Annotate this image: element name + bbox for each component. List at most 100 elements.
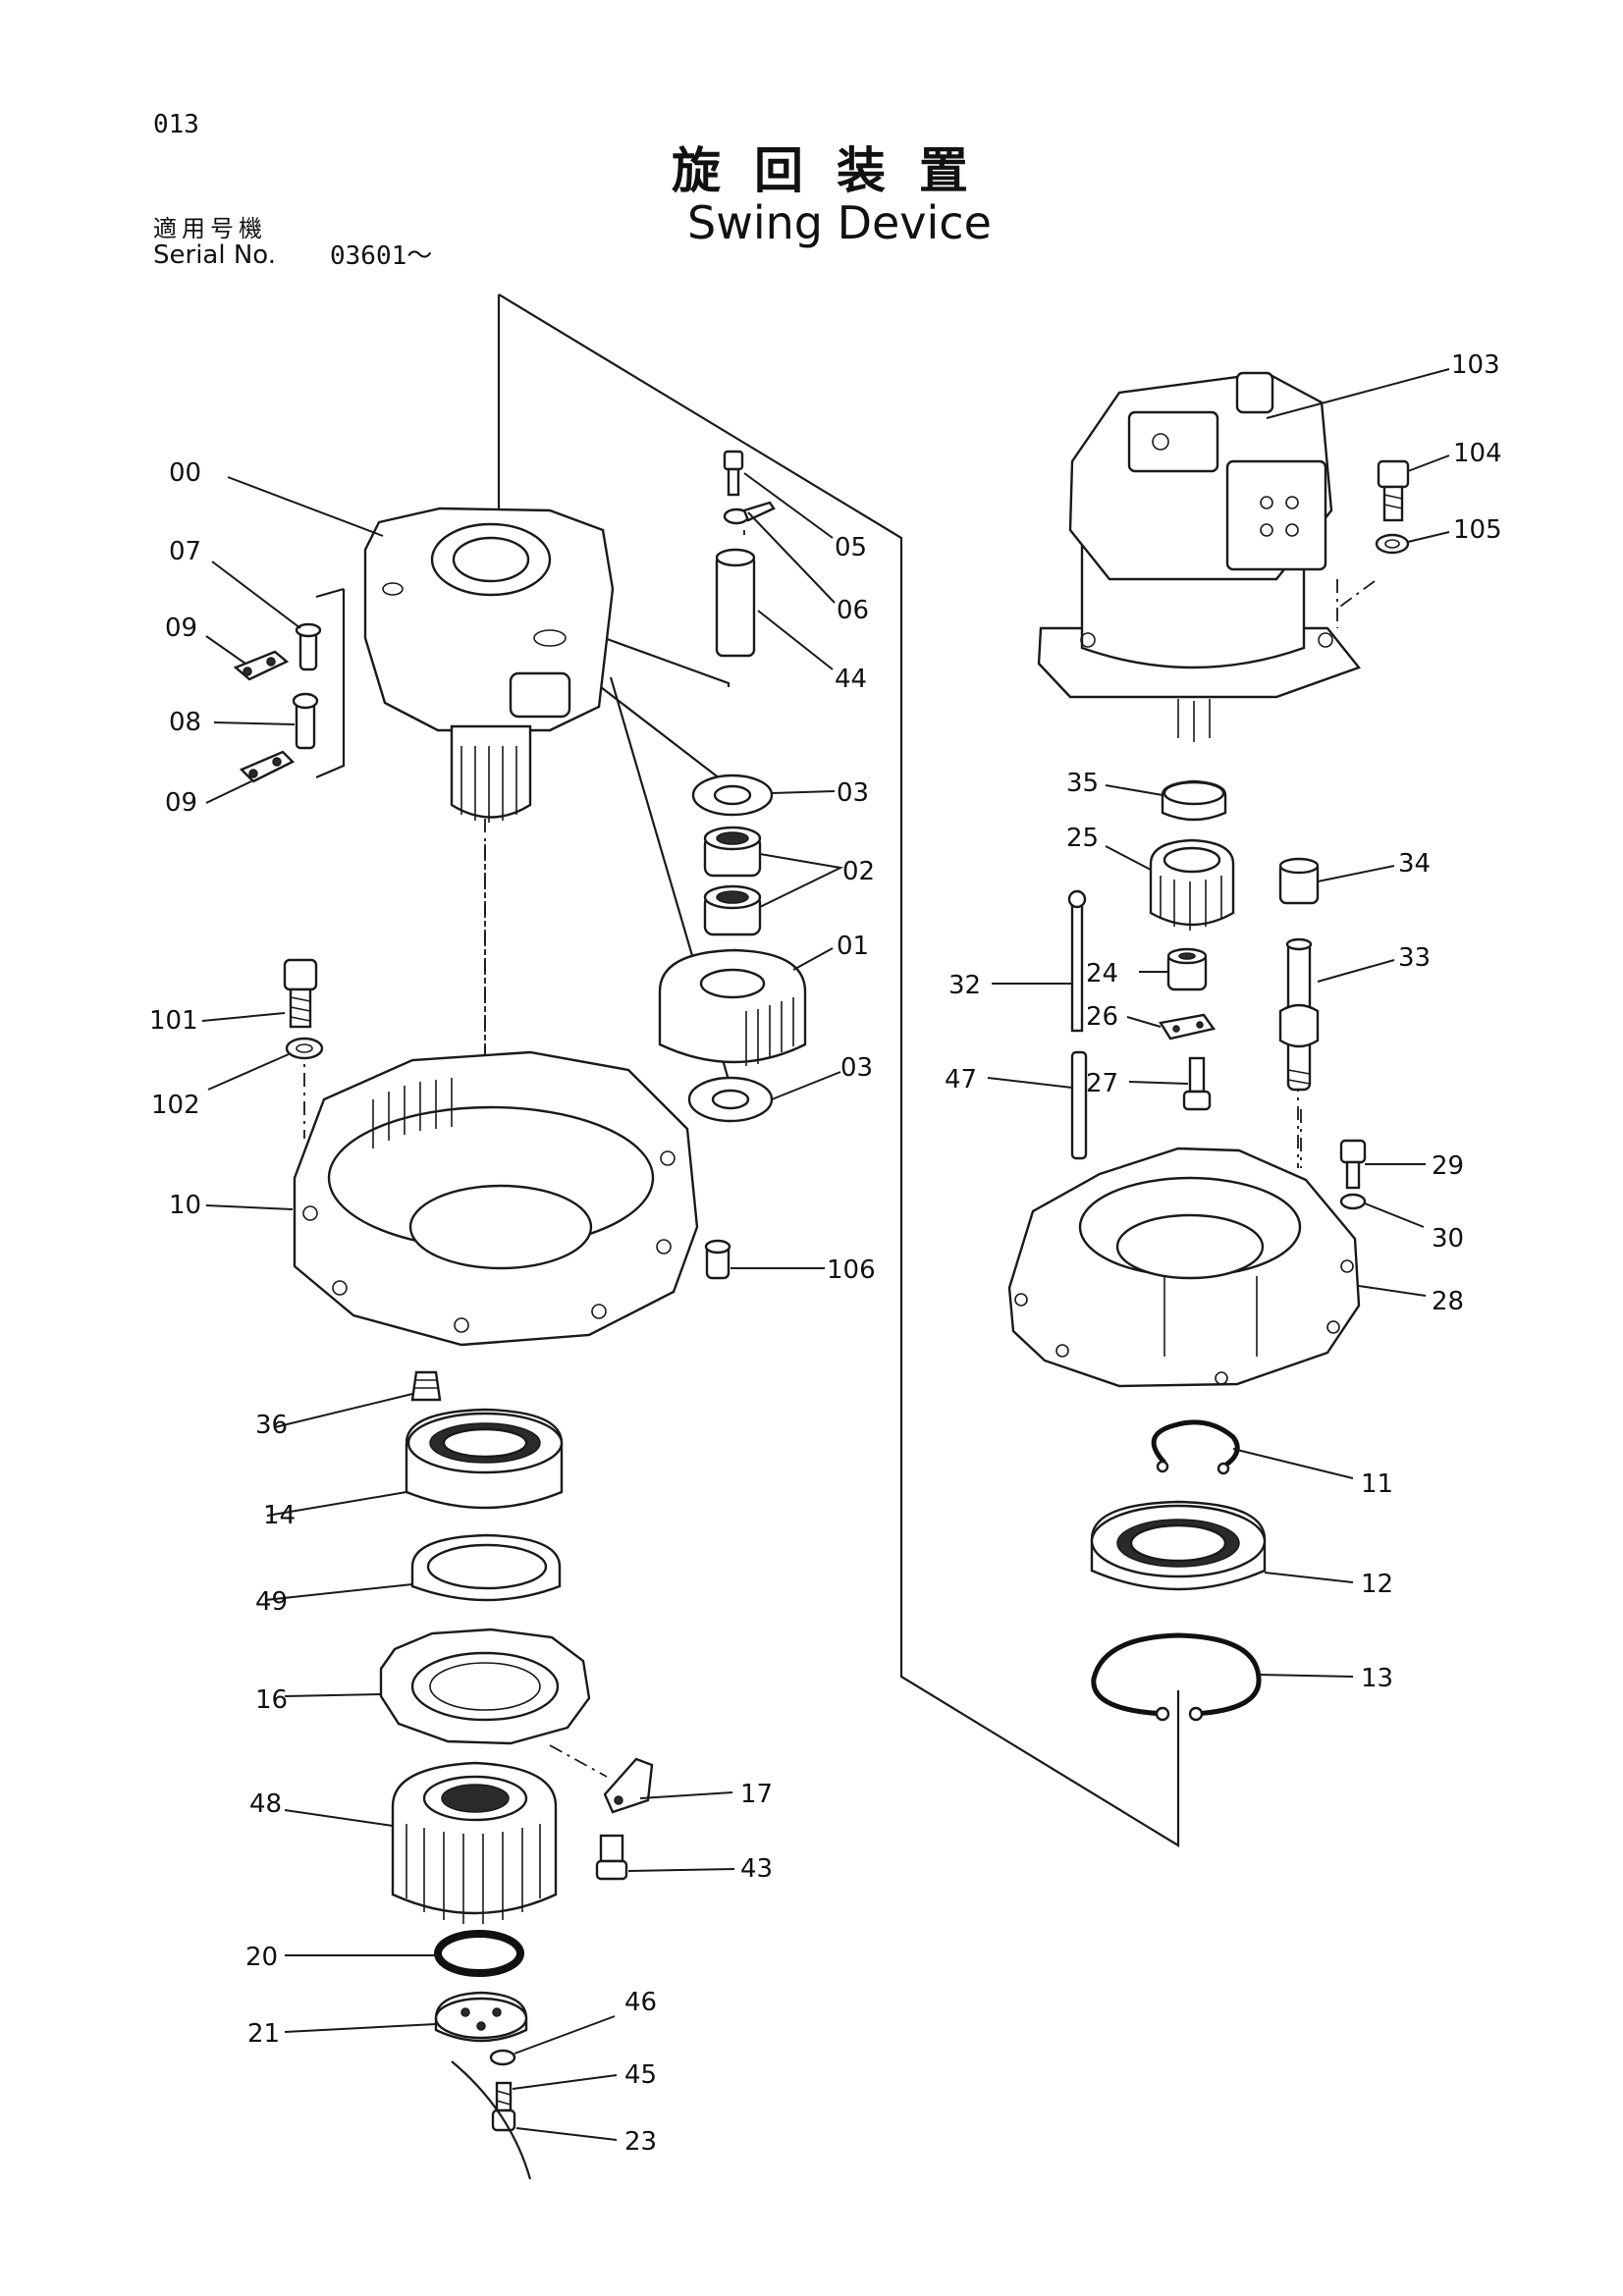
- callout-11: 11: [1361, 1469, 1393, 1499]
- part-21-end-plate: [434, 1991, 528, 2043]
- serial-number-range: 03601～: [330, 241, 433, 271]
- part-27-bolt: [1182, 1056, 1212, 1111]
- leader-lines: [201, 368, 1450, 2141]
- part-49-oil-seal: [410, 1533, 562, 1602]
- part-103-hydraulic-swing-motor: [1037, 371, 1361, 742]
- callout-23: 23: [624, 2127, 657, 2157]
- callout-45: 45: [624, 2060, 657, 2090]
- part-44-sleeve: [715, 548, 756, 658]
- part-25-sun-gear: [1149, 838, 1235, 931]
- callout-16: 16: [255, 1685, 288, 1715]
- callout-21: 21: [247, 2019, 280, 2049]
- callout-14: 14: [263, 1501, 296, 1530]
- callout-49: 49: [255, 1587, 288, 1617]
- callout-06: 06: [837, 596, 869, 625]
- callout-20: 20: [245, 1943, 278, 1972]
- callout-101: 101: [149, 1006, 198, 1036]
- callout-labels: 00 07 09 08 09 05 06 44 03 02 01 03 101 …: [149, 350, 1502, 2157]
- callout-08: 08: [169, 708, 201, 737]
- callout-02: 02: [842, 857, 875, 886]
- callout-07: 07: [169, 537, 201, 566]
- part-10-ring-gear-housing: [293, 1050, 699, 1347]
- callout-44: 44: [835, 665, 867, 694]
- callout-106: 106: [827, 1255, 876, 1285]
- callout-00: 00: [169, 458, 201, 488]
- callout-13: 13: [1361, 1664, 1393, 1693]
- callout-03: 03: [837, 778, 869, 808]
- part-105-washer: [1375, 533, 1410, 555]
- callout-03: 03: [840, 1053, 873, 1083]
- callout-05: 05: [835, 533, 867, 562]
- part-102-washer: [285, 1037, 324, 1060]
- serial-label-japanese: 適用号機: [153, 215, 267, 242]
- part-104-bolt: [1377, 459, 1410, 522]
- part-30-washer: [1339, 1193, 1367, 1210]
- part-12-roller-bearing: [1090, 1500, 1267, 1591]
- part-48-pinion-gear: [391, 1761, 558, 1924]
- part-14-roller-bearing: [405, 1408, 564, 1510]
- part-24-bushing: [1166, 947, 1208, 991]
- part-02-needle-bearing-lower: [703, 884, 762, 936]
- callout-105: 105: [1453, 515, 1502, 545]
- page-number: 013: [153, 110, 199, 139]
- part-09-clip-lower: [239, 750, 296, 783]
- part-07-pin: [295, 622, 322, 671]
- part-17-lock-plate: [603, 1757, 654, 1814]
- part-28-motor-housing: [1007, 1147, 1361, 1388]
- part-47-pin: [1070, 1050, 1088, 1160]
- callout-46: 46: [624, 1988, 657, 2017]
- part-106-plug: [704, 1239, 731, 1280]
- part-20-o-ring: [434, 1930, 524, 1977]
- callout-43: 43: [740, 1854, 773, 1884]
- part-46-washer: [489, 2049, 516, 2066]
- callout-28: 28: [1432, 1287, 1464, 1316]
- part-01-planet-gear: [658, 948, 807, 1066]
- callout-12: 12: [1361, 1570, 1393, 1599]
- callout-25: 25: [1066, 824, 1099, 853]
- callout-102: 102: [151, 1091, 200, 1120]
- callout-29: 29: [1432, 1151, 1464, 1181]
- part-33-shaft: [1278, 937, 1320, 1092]
- callout-27: 27: [1086, 1069, 1118, 1098]
- callout-32: 32: [948, 971, 981, 1000]
- part-23-bolt-head: [451, 2060, 532, 2180]
- callout-09: 09: [165, 614, 197, 643]
- serial-label-english: Serial No.: [153, 240, 276, 270]
- callout-36: 36: [255, 1411, 288, 1440]
- callout-10: 10: [169, 1191, 201, 1220]
- title-japanese: 旋回装置: [672, 142, 1001, 199]
- part-05-bolt: [723, 450, 744, 497]
- callout-24: 24: [1086, 959, 1118, 988]
- callout-48: 48: [249, 1789, 282, 1819]
- part-11-snap-ring: [1151, 1419, 1240, 1475]
- part-16-retainer-cover: [379, 1628, 591, 1745]
- part-29-bolt: [1339, 1139, 1367, 1190]
- callout-26: 26: [1086, 1002, 1118, 1032]
- callout-09: 09: [165, 788, 197, 818]
- callout-33: 33: [1398, 943, 1431, 973]
- callout-01: 01: [837, 932, 869, 961]
- part-03-thrust-washer-upper: [691, 774, 774, 817]
- part-32-rod: [1067, 889, 1087, 1033]
- part-00-carrier-hub: [363, 507, 615, 823]
- part-101-bolt: [283, 958, 318, 1029]
- part-45-bolt: [495, 2081, 513, 2112]
- part-26-lock-plate: [1159, 1013, 1217, 1041]
- part-08-pin: [292, 692, 319, 750]
- callout-35: 35: [1066, 769, 1099, 798]
- part-43-bolt: [595, 1834, 628, 1881]
- callout-47: 47: [945, 1065, 977, 1095]
- callout-104: 104: [1453, 439, 1502, 468]
- part-35-collar: [1161, 779, 1227, 822]
- callout-103: 103: [1451, 350, 1500, 380]
- callout-17: 17: [740, 1780, 773, 1809]
- part-13-snap-ring: [1091, 1632, 1262, 1722]
- callout-34: 34: [1398, 849, 1431, 879]
- part-09-clip-upper: [233, 650, 290, 681]
- part-02-needle-bearing-upper: [703, 826, 762, 878]
- part-03-thrust-washer-lower: [687, 1076, 774, 1123]
- part-36-breather-plug: [410, 1370, 442, 1402]
- callout-30: 30: [1432, 1224, 1464, 1254]
